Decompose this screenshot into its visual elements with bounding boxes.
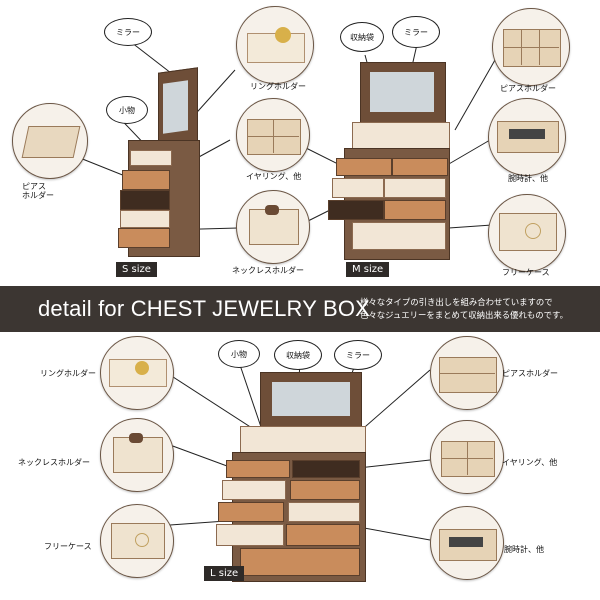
s-necklace-holder-image [236, 190, 310, 264]
l-watch-tray-image [430, 506, 504, 580]
l-earring-tray-image [430, 420, 504, 494]
s-ring-holder-image [236, 6, 314, 84]
band-description: 様々なタイプの引き出しを組み合わせていますので 色々なジュエリーをまとめて収納出… [360, 296, 592, 322]
l-bubble-accessories: 小物 [218, 340, 260, 368]
band-description-line-2: 色々なジュエリーをまとめて収納出来る優れものです。 [360, 310, 568, 320]
m-free-case-image [488, 194, 566, 272]
l-label-earrings-etc: イヤリング、他 [502, 458, 558, 467]
l-necklace-holder-image [100, 418, 174, 492]
s-label-necklace-holder: ネックレスホルダー [232, 266, 304, 275]
m-label-free-case: フリーケース [502, 268, 550, 277]
s-label-earrings-etc: イヤリング、他 [246, 172, 302, 181]
m-bubble-mirror: ミラー [392, 16, 440, 48]
m-label-watch-etc: 腕時計、他 [508, 174, 548, 183]
s-size-tag: S size [116, 262, 157, 277]
m-size-box [322, 62, 450, 260]
l-size-tag: L size [204, 566, 245, 581]
m-label-piercing-holder: ピアスホルダー [500, 84, 556, 93]
m-piercing-holder-image [492, 8, 570, 86]
l-label-piercing-holder: ピアスホルダー [502, 369, 558, 378]
l-label-free-case: フリーケース [44, 542, 92, 551]
l-size-box [210, 372, 370, 584]
l-bubble-storage-bag: 収納袋 [274, 340, 322, 370]
band-title: detail for CHEST JEWELRY BOX [38, 296, 371, 321]
l-label-necklace-holder: ネックレスホルダー [18, 458, 90, 467]
l-ring-holder-image [100, 336, 174, 410]
title-band [0, 286, 600, 332]
s-bubble-accessories: 小物 [106, 96, 148, 124]
m-size-tag: M size [346, 262, 390, 277]
s-label-ring-holder: リングホルダー [250, 82, 306, 91]
m-watch-tray-image [488, 98, 566, 176]
m-bubble-storage-bag: 収納袋 [340, 22, 384, 52]
l-piercing-holder-image [430, 336, 504, 410]
s-earring-piercing-holder-image [12, 103, 88, 179]
s-label-piercing-holder: ピアス ホルダー [22, 182, 54, 201]
s-size-box [118, 67, 200, 257]
s-earring-tray-image [236, 98, 310, 172]
l-free-case-image [100, 504, 174, 578]
l-bubble-mirror: ミラー [334, 340, 382, 370]
band-description-line-1: 様々なタイプの引き出しを組み合わせていますので [360, 297, 553, 307]
l-label-ring-holder: リングホルダー [40, 369, 96, 378]
l-label-watch-etc: 腕時計、他 [504, 545, 544, 554]
s-bubble-mirror: ミラー [104, 18, 152, 46]
